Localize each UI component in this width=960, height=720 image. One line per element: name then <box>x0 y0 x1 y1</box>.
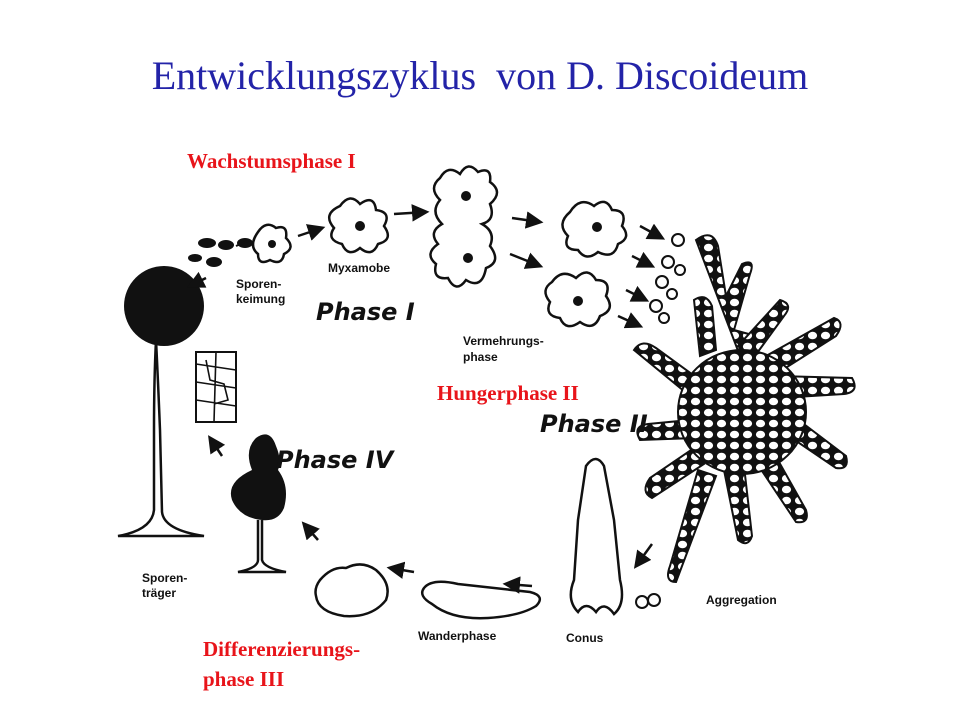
label-hungerphase: Hungerphase II <box>437 381 579 405</box>
label-sporentraeger-line2: träger <box>142 586 176 600</box>
daughter-cell-upper <box>561 200 628 258</box>
flow-arrows <box>186 204 666 594</box>
label-myxamobe: Myxamobe <box>328 261 390 275</box>
myxamoeba-cell <box>327 197 390 254</box>
spores <box>188 238 253 267</box>
stalk-cells-detail <box>195 351 237 423</box>
aggregation-arrow <box>633 543 654 569</box>
label-conus: Conus <box>566 631 604 645</box>
aggregation-cell-mass <box>632 234 856 584</box>
page-title: Entwicklungszyklus von D. Discoideum <box>151 53 809 98</box>
label-sporenkeimung-line2: keimung <box>236 292 285 306</box>
mature-fruiting-body <box>117 266 205 538</box>
daughter-cell-lower <box>544 271 612 328</box>
handwritten-phase-2: Phase II <box>540 410 648 438</box>
label-sporenkeimung-line1: Sporen- <box>236 277 281 291</box>
germinating-spore-cell <box>235 223 292 264</box>
label-vermehrungsphase-line2: phase <box>463 350 498 364</box>
handwritten-phase-4: Phase IV <box>276 446 396 474</box>
label-differenzierungsphase-line2: phase III <box>203 667 285 691</box>
label-aggregation: Aggregation <box>706 593 777 607</box>
migrating-slug <box>421 580 542 620</box>
dividing-cell <box>429 165 499 288</box>
culminating-mound <box>314 563 389 618</box>
early-fruiting-body <box>230 434 287 574</box>
label-vermehrungsphase-line1: Vermehrungs- <box>463 334 544 348</box>
label-wanderphase: Wanderphase <box>418 629 497 643</box>
label-differenzierungsphase-line1: Differenzierungs- <box>203 637 361 661</box>
streaming-cells <box>649 233 686 324</box>
handwritten-phase-1: Phase I <box>316 298 415 326</box>
label-sporentraeger-line1: Sporen- <box>142 571 187 585</box>
conus-cell-mass <box>569 457 661 616</box>
label-wachstumsphase: Wachstumsphase I <box>187 149 356 173</box>
